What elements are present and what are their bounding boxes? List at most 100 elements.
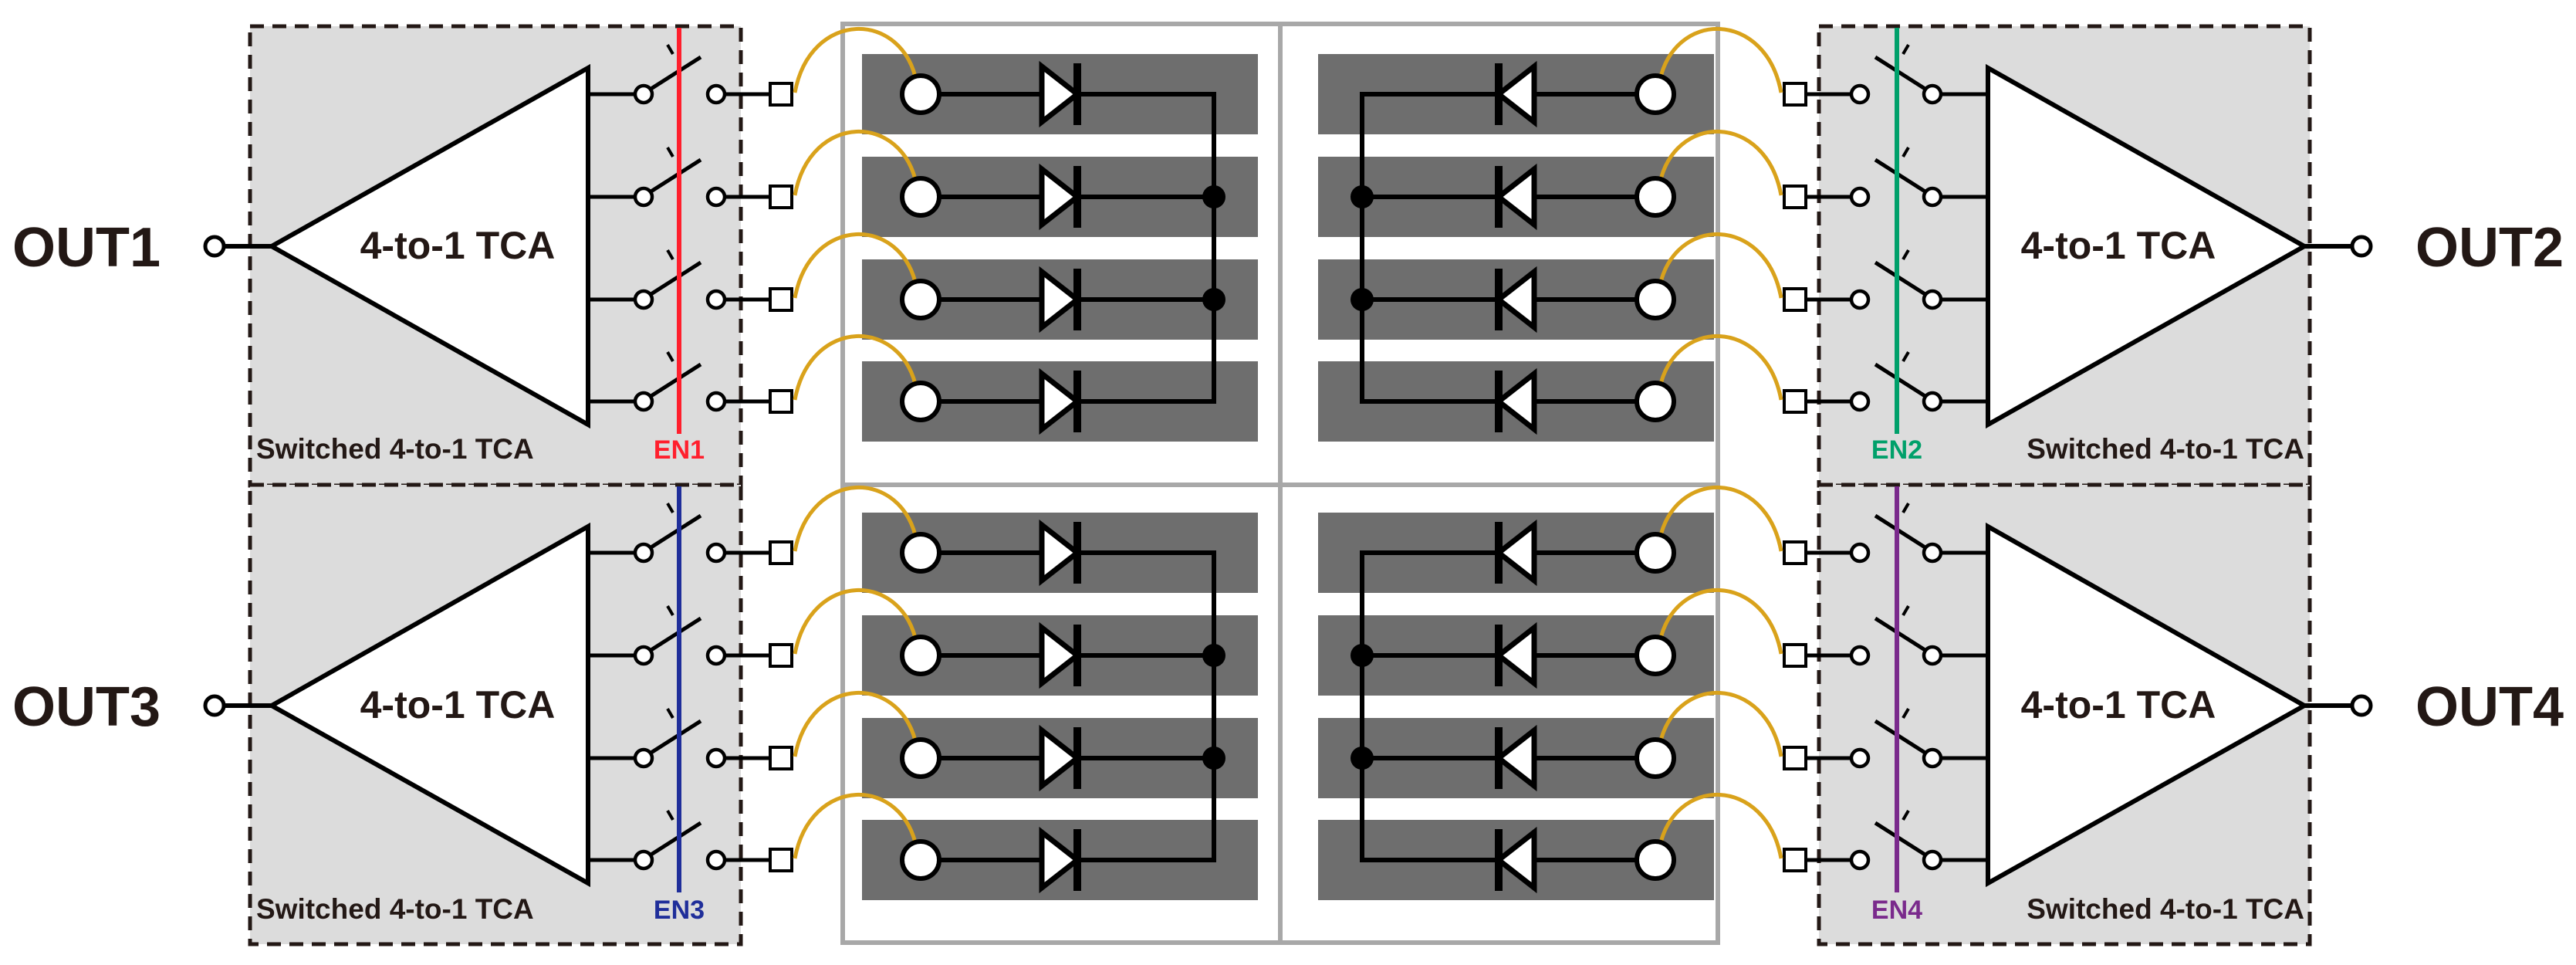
switch-contact-icon bbox=[1922, 542, 1943, 564]
diode-icon bbox=[1039, 367, 1082, 435]
electrode-icon bbox=[900, 839, 941, 881]
bond-wire bbox=[1657, 792, 1783, 859]
enable-label: EN3 bbox=[654, 896, 705, 925]
bond-pad-icon bbox=[769, 389, 793, 414]
electrode-icon bbox=[1635, 73, 1676, 115]
switch-contact-icon bbox=[705, 186, 727, 208]
bond-pad-icon bbox=[769, 185, 793, 209]
tca-box-caption: Switched 4-to-1 TCA bbox=[256, 893, 534, 925]
output-terminal bbox=[203, 694, 226, 717]
switch-dash-icon bbox=[1902, 350, 1910, 363]
switch-blade-icon bbox=[648, 821, 702, 858]
switch-contact-icon bbox=[1922, 391, 1943, 412]
switch-blade-icon bbox=[1874, 821, 1928, 858]
diode-icon bbox=[1039, 60, 1082, 128]
switch-dash-icon bbox=[1902, 146, 1910, 158]
switch-blade-icon bbox=[1874, 719, 1928, 756]
bond-pad-icon bbox=[769, 746, 793, 770]
switch-contact-icon bbox=[633, 186, 654, 208]
diode-icon bbox=[1494, 60, 1537, 128]
switch-blade-icon bbox=[648, 55, 702, 92]
bond-pad-icon bbox=[769, 82, 793, 107]
switch-contact-icon bbox=[1849, 83, 1871, 105]
bond-wire bbox=[793, 232, 919, 299]
switch-contact-icon bbox=[633, 83, 654, 105]
output-terminal bbox=[2350, 694, 2373, 717]
bond-wire bbox=[1657, 690, 1783, 757]
switch-contact-icon bbox=[705, 645, 727, 666]
tca-box-caption: Switched 4-to-1 TCA bbox=[2027, 893, 2304, 925]
bond-pad-icon bbox=[1783, 746, 1807, 770]
diode-icon bbox=[1494, 367, 1537, 435]
switch-blade-icon bbox=[1874, 362, 1928, 399]
switch-contact-icon bbox=[633, 391, 654, 412]
switch-contact-icon bbox=[1849, 747, 1871, 769]
switch-dash-icon bbox=[666, 707, 674, 720]
diode-icon bbox=[1494, 724, 1537, 792]
switch-contact-icon bbox=[1849, 391, 1871, 412]
switch-dash-icon bbox=[1902, 249, 1910, 261]
switch-blade-icon bbox=[648, 260, 702, 297]
bond-wire bbox=[793, 334, 919, 401]
electrode-icon bbox=[900, 381, 941, 422]
switch-contact-icon bbox=[633, 849, 654, 871]
bond-pad-icon bbox=[1783, 287, 1807, 312]
bond-pad-icon bbox=[1783, 848, 1807, 872]
tca-amplifier-icon bbox=[1986, 63, 2310, 429]
diode-icon bbox=[1494, 163, 1537, 231]
switch-dash-icon bbox=[666, 502, 674, 514]
electrode-icon bbox=[900, 532, 941, 574]
switch-blade-icon bbox=[648, 513, 702, 550]
electrode-icon bbox=[1635, 279, 1676, 320]
switch-contact-icon bbox=[1922, 289, 1943, 310]
switch-contact-icon bbox=[705, 83, 727, 105]
switch-contact-icon bbox=[633, 542, 654, 564]
switch-dash-icon bbox=[666, 809, 674, 821]
bond-pad-icon bbox=[769, 540, 793, 565]
tca-amplifier-icon bbox=[266, 522, 590, 888]
diode-icon bbox=[1494, 266, 1537, 334]
switch-blade-icon bbox=[648, 616, 702, 653]
switch-dash-icon bbox=[1902, 43, 1910, 56]
enable-label: EN1 bbox=[654, 435, 705, 465]
switch-contact-icon bbox=[1922, 645, 1943, 666]
tca-label: 4-to-1 TCA bbox=[360, 683, 556, 726]
diode-icon bbox=[1039, 621, 1082, 689]
tca-label: 4-to-1 TCA bbox=[360, 224, 556, 267]
diode-icon bbox=[1039, 826, 1082, 894]
diode-icon bbox=[1039, 519, 1082, 587]
diode-icon bbox=[1039, 724, 1082, 792]
bond-wire bbox=[793, 129, 919, 196]
switch-contact-icon bbox=[1849, 289, 1871, 310]
switch-contact-icon bbox=[1922, 186, 1943, 208]
output-terminal bbox=[2350, 235, 2373, 258]
bond-wire bbox=[793, 26, 919, 93]
switch-dash-icon bbox=[1902, 707, 1910, 720]
tca-box-caption: Switched 4-to-1 TCA bbox=[256, 433, 534, 465]
switch-dash-icon bbox=[1902, 502, 1910, 514]
switch-dash-icon bbox=[666, 249, 674, 261]
switch-blade-icon bbox=[1874, 616, 1928, 653]
bond-pad-icon bbox=[1783, 643, 1807, 668]
diode-icon bbox=[1494, 621, 1537, 689]
diode-icon bbox=[1039, 266, 1082, 334]
tca-label: 4-to-1 TCA bbox=[2021, 224, 2216, 267]
output-label: OUT2 bbox=[2415, 217, 2564, 279]
switch-blade-icon bbox=[1874, 513, 1928, 550]
tca-label: 4-to-1 TCA bbox=[2021, 683, 2216, 726]
electrode-icon bbox=[900, 176, 941, 218]
switch-blade-icon bbox=[1874, 157, 1928, 195]
electrode-icon bbox=[1635, 532, 1676, 574]
electrode-icon bbox=[900, 73, 941, 115]
switch-contact-icon bbox=[1922, 747, 1943, 769]
switch-contact-icon bbox=[633, 289, 654, 310]
electrode-icon bbox=[1635, 635, 1676, 676]
electrode-icon bbox=[1635, 737, 1676, 779]
switch-blade-icon bbox=[648, 157, 702, 195]
diode-icon bbox=[1494, 826, 1537, 894]
bond-wire bbox=[1657, 129, 1783, 196]
bond-wire bbox=[793, 587, 919, 655]
output-label: OUT4 bbox=[2415, 676, 2564, 738]
